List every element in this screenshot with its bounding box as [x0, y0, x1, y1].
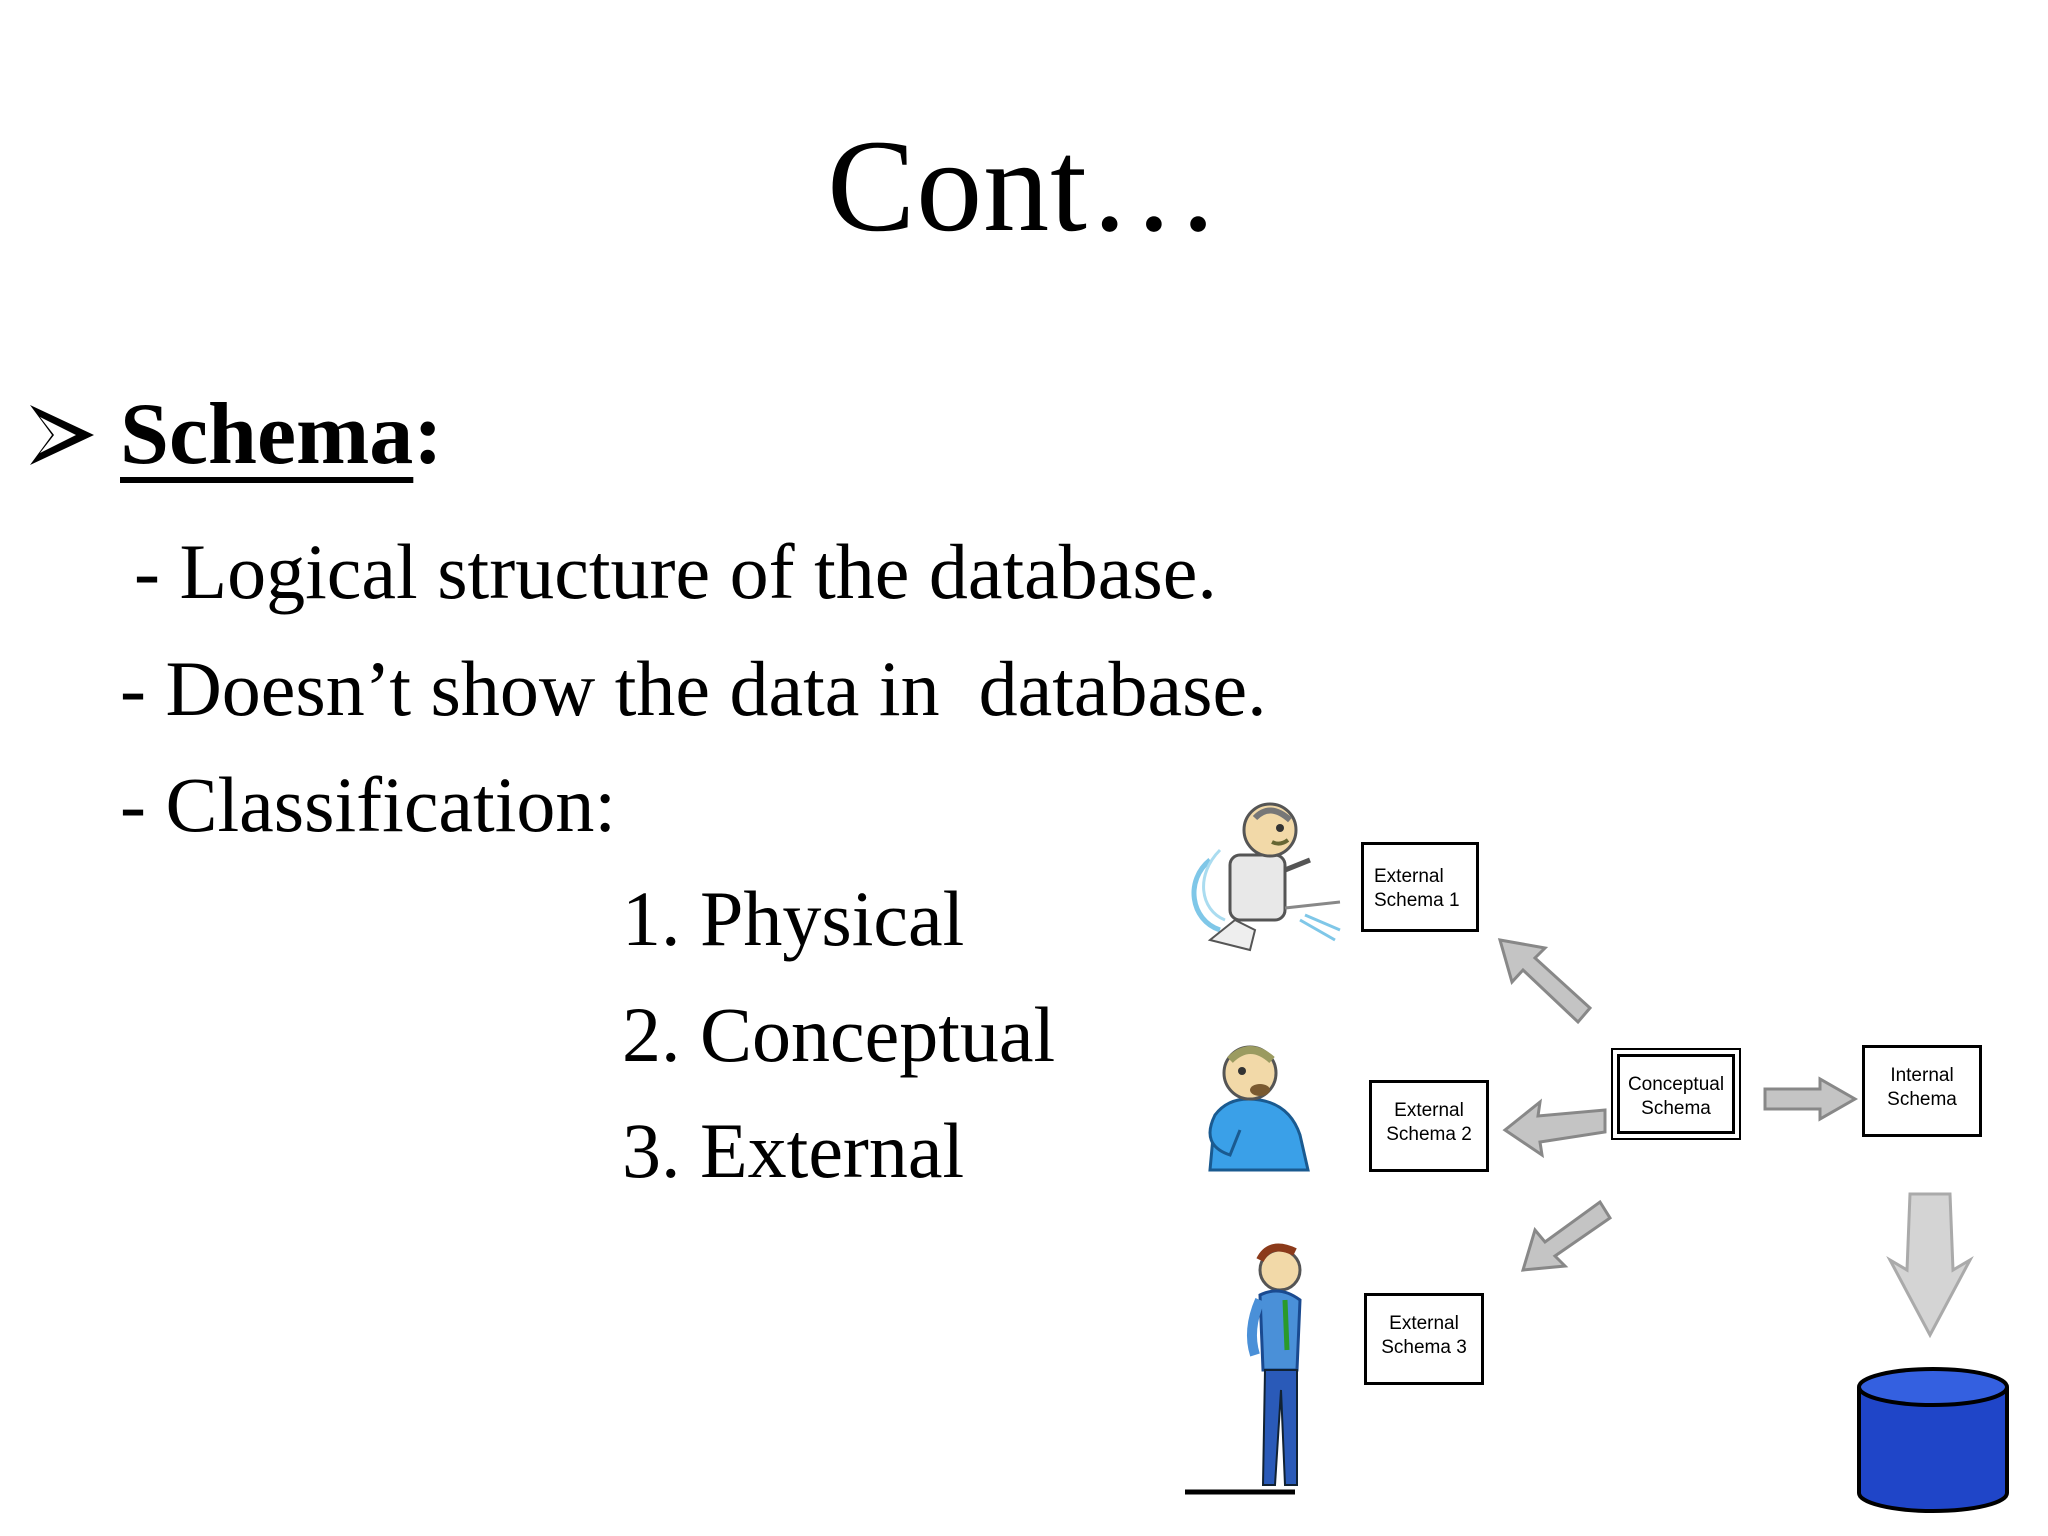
external-schema-2-line2: Schema 2 [1386, 1123, 1472, 1145]
classification-item-1: 1. Physical [622, 875, 965, 962]
schema-line-2: - Doesn’t show the data in database. [120, 645, 1267, 732]
external-schema-1-line1: External [1374, 866, 1444, 887]
conceptual-schema-box: Conceptual Schema [1611, 1048, 1741, 1140]
schema-line-3: - Classification: [120, 761, 617, 848]
classification-item-2: 2. Conceptual [622, 991, 1056, 1078]
arrow-to-external-1-icon [1497, 938, 1593, 1025]
internal-schema-box: Internal Schema [1862, 1045, 1982, 1137]
conceptual-schema-line1: Conceptual [1627, 1074, 1725, 1095]
arrow-to-internal-icon [1763, 1076, 1859, 1122]
schema-line-1: - Logical structure of the database. [134, 528, 1217, 615]
seated-user-icon [1191, 802, 1341, 952]
external-schema-3-line1: External [1389, 1313, 1459, 1334]
internal-schema-line1: Internal [1890, 1065, 1954, 1086]
conceptual-schema-line2: Schema [1641, 1097, 1711, 1119]
external-schema-3-box: External Schema 3 [1364, 1293, 1484, 1385]
external-schema-1-box: External Schema 1 [1361, 842, 1479, 932]
arrow-to-external-3-icon [1520, 1199, 1613, 1272]
arrowhead-bullet-icon [30, 405, 94, 465]
external-schema-2-line1: External [1394, 1100, 1464, 1121]
schema-heading: Schema: [120, 391, 443, 479]
external-schema-3-line2: Schema 3 [1381, 1336, 1467, 1358]
internal-schema-line2: Schema [1887, 1088, 1957, 1110]
external-schema-2-box: External Schema 2 [1369, 1080, 1489, 1172]
schema-heading-row: Schema: [26, 385, 443, 485]
slide-title: Cont… [827, 112, 1221, 259]
external-schema-1-line2: Schema 1 [1374, 889, 1460, 911]
schema-heading-colon: : [413, 386, 443, 483]
schema-heading-word: Schema [120, 386, 414, 483]
standing-user-icon [1185, 1243, 1302, 1495]
thinking-user-icon [1208, 1045, 1310, 1172]
arrow-to-database-icon [1886, 1192, 1974, 1339]
schema-architecture-diagram: External Schema 1 External Schema 2 Exte… [1170, 780, 2020, 1520]
database-icon [1857, 1367, 2009, 1513]
arrow-to-external-2-icon [1502, 1098, 1607, 1159]
classification-item-3: 3. External [622, 1107, 965, 1194]
